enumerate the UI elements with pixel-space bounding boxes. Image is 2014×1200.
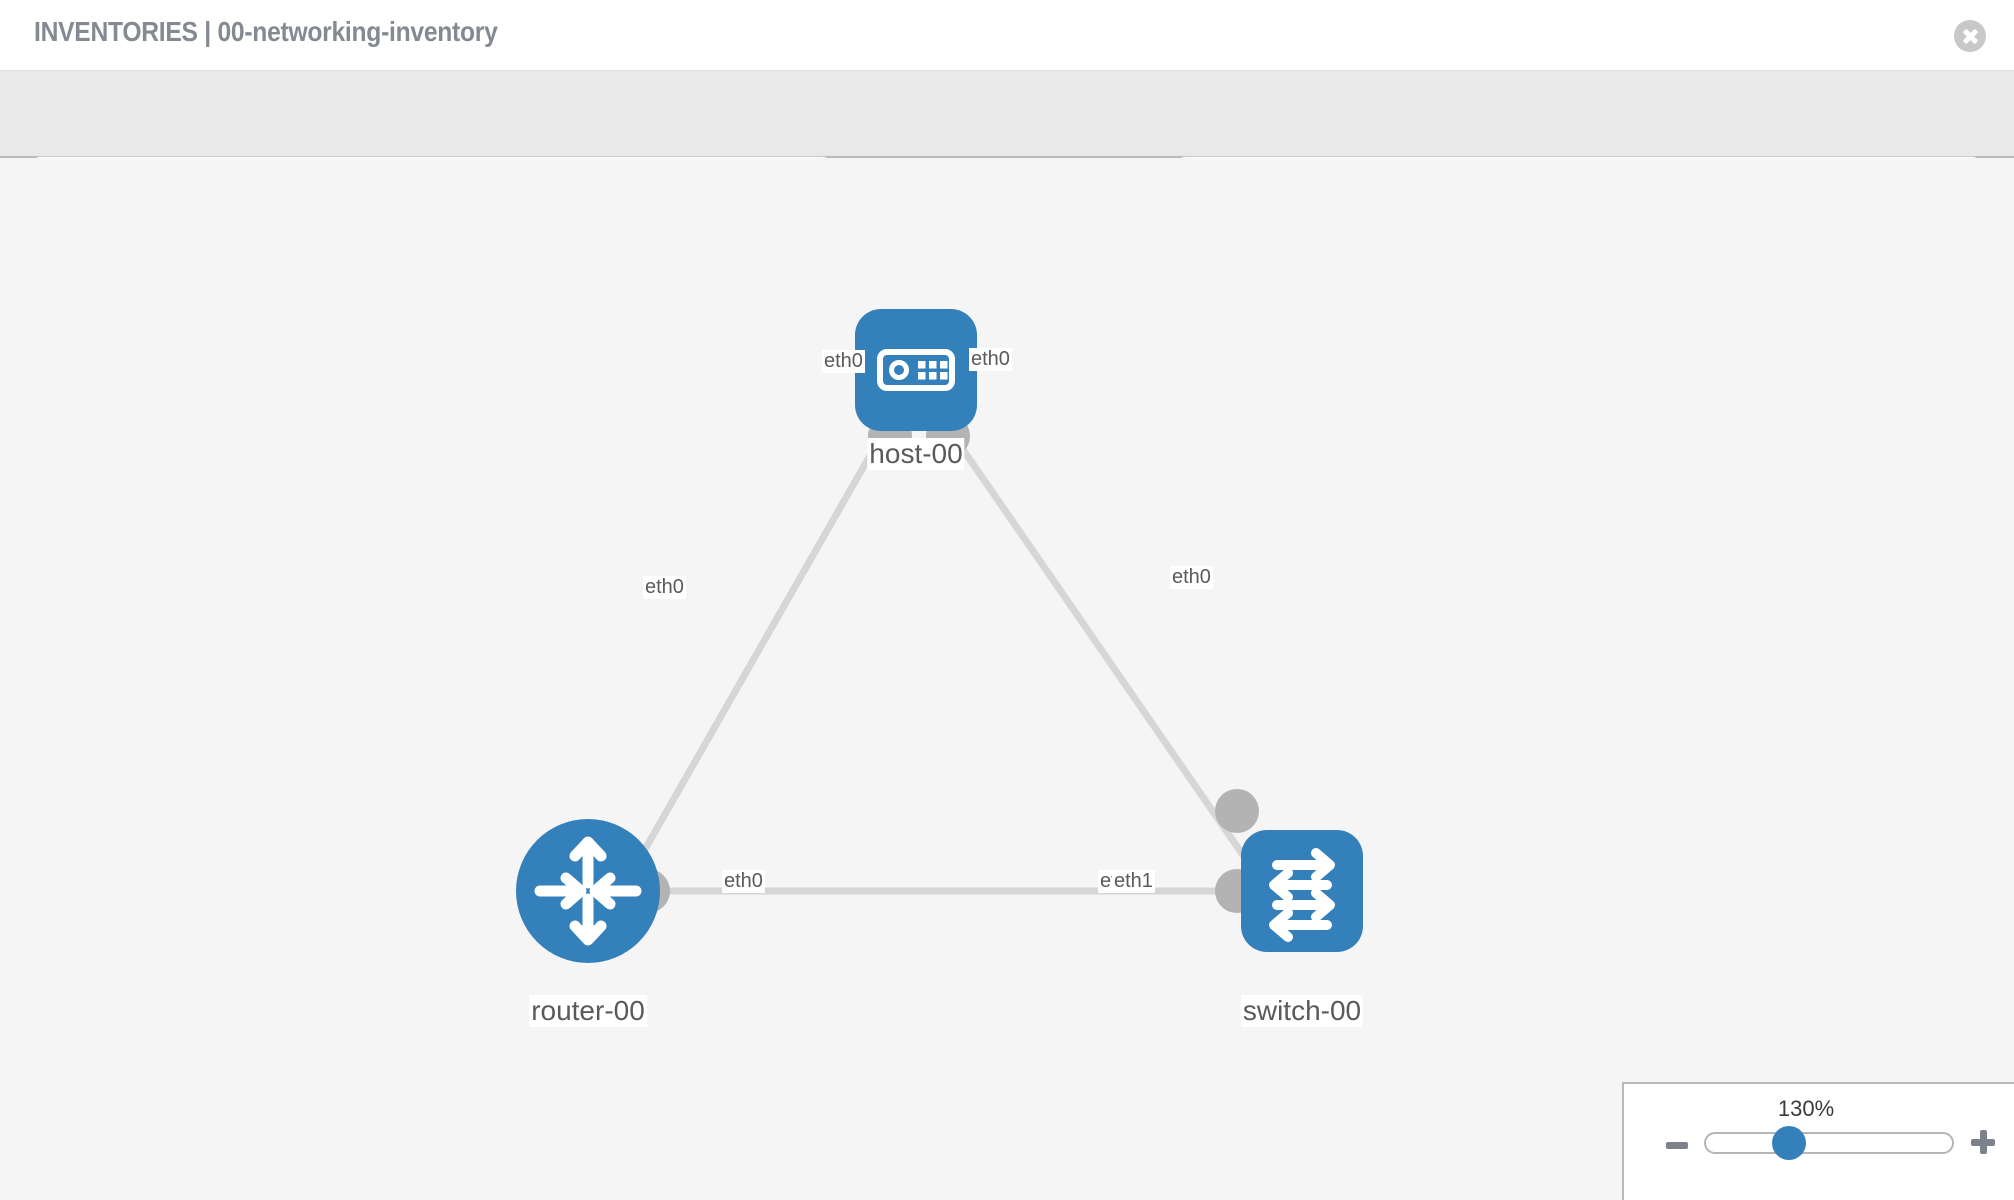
topology-links [636,436,1248,895]
node-router-00 [516,819,660,963]
zoom-in-button[interactable] [1971,1130,1995,1154]
close-icon[interactable] [1954,20,1986,52]
switch-arrows-icon [1269,848,1335,942]
topology-connectors [626,414,1259,913]
iface-label-switch00-uplink: eth0 [1170,566,1213,589]
iface-label-router00-eth0: eth0 [722,870,765,893]
node-label-host-00: host-00 [867,438,965,471]
topology-graph [516,309,1363,963]
zoom-slider-thumb[interactable] [1772,1126,1806,1160]
node-host-00 [855,309,977,431]
toolbar: ACTIONS SEARCH [0,70,2014,215]
zoom-out-button[interactable] [1666,1142,1688,1149]
zoom-slider-track[interactable] [1704,1132,1954,1154]
router-arrows-icon [534,836,642,946]
server-device-icon [877,349,955,391]
connector-switch00-top [1215,789,1259,833]
link-host00-switch00 [952,436,1248,860]
node-switch-00 [1241,830,1363,952]
iface-label-host00-right: eth0 [969,348,1012,371]
node-label-switch-00: switch-00 [1240,995,1364,1028]
zoom-level-value: 130% [1777,1096,1835,1121]
page-title: INVENTORIES | 00-networking-inventory [34,16,498,47]
topology-canvas[interactable]: eth0 eth0 eth0 eth0 eth0 eth0 eth1 host-… [0,158,2014,1200]
iface-label-switch00-eth1: eth1 [1112,870,1155,893]
iface-label-router00-uplink: eth0 [643,576,686,599]
iface-label-host00-left: eth0 [822,350,865,373]
zoom-control-panel: 130% [1622,1082,2014,1200]
link-host00-router00 [636,436,884,860]
node-label-router-00: router-00 [529,995,647,1028]
page-header: INVENTORIES | 00-networking-inventory [0,0,2014,70]
